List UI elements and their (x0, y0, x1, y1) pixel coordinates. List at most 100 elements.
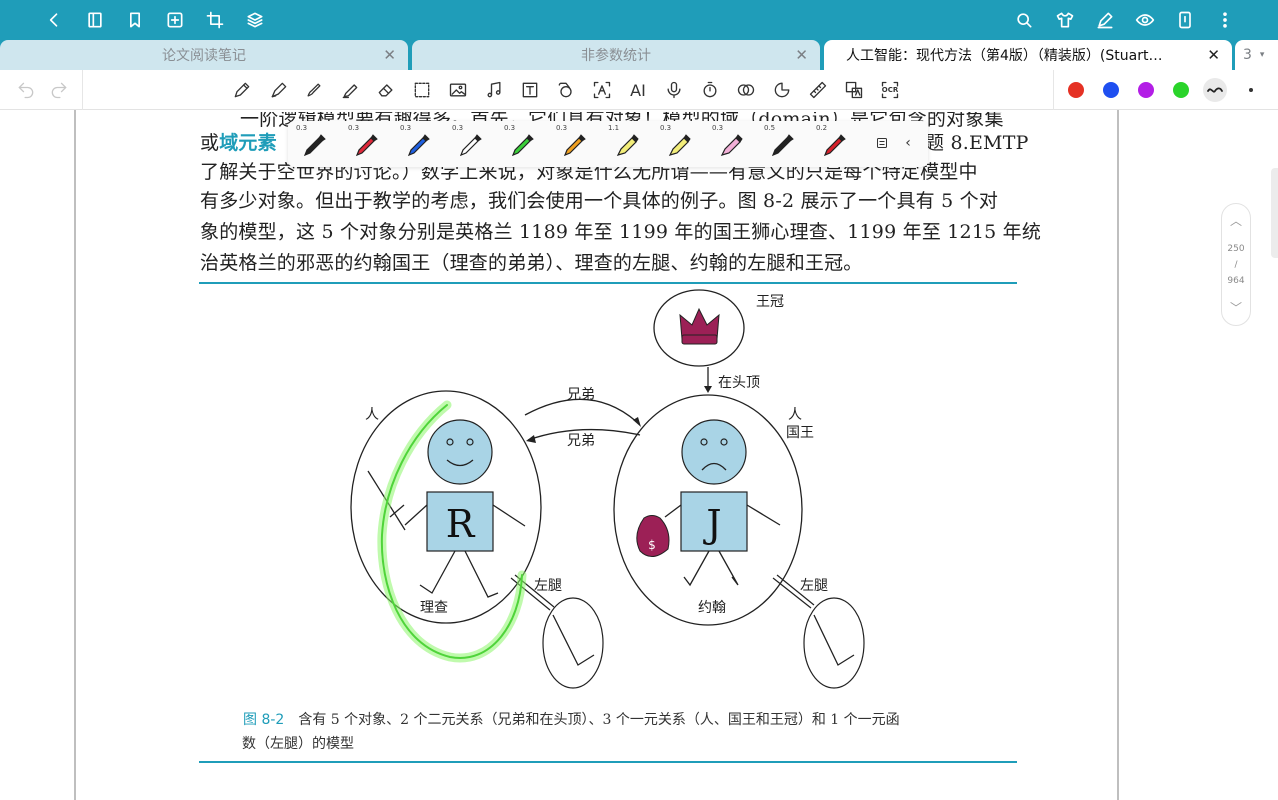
pen-preset-11[interactable]: 0.2 (808, 121, 858, 167)
model-diagram: 王冠 在头顶 人 R 理查 兄弟 兄弟 人 国王 (350, 289, 865, 689)
stroke-style-selector[interactable] (1203, 78, 1227, 102)
king-person-label: 人 (788, 407, 802, 423)
pencil-icon[interactable] (230, 78, 254, 102)
pen-width: 0.2 (816, 124, 828, 132)
pen-width: 0.3 (452, 124, 464, 132)
top-app-bar (0, 0, 1278, 40)
pen-width: 0.3 (660, 124, 672, 132)
page-number: 250 / 964 (1227, 244, 1245, 286)
more-vert-icon[interactable] (1213, 8, 1237, 32)
brother-label-top: 兄弟 (567, 387, 595, 403)
pen-width: 0.3 (712, 124, 724, 132)
music-icon[interactable] (482, 78, 506, 102)
pen-icon (771, 134, 794, 157)
color-swatch-blue[interactable] (1103, 82, 1119, 98)
pen-preset-5[interactable]: 0.3 (496, 121, 546, 167)
page-down-icon[interactable]: ﹀ (1229, 301, 1242, 315)
popup-settings-icon[interactable] (872, 133, 892, 153)
scrollbar[interactable] (1271, 168, 1278, 258)
text-box-icon[interactable] (518, 78, 542, 102)
pen-width: 0.3 (504, 124, 516, 132)
crown-icon (679, 307, 720, 340)
color-swatch-green[interactable] (1173, 82, 1189, 98)
pen-icon (511, 134, 534, 157)
richard-letter: R (446, 502, 476, 546)
color-swatch-red[interactable] (1068, 82, 1084, 98)
highlighter-icon (668, 134, 691, 156)
close-icon[interactable]: ✕ (795, 46, 808, 64)
ai-text-icon[interactable]: AI (630, 80, 646, 100)
collapse-popup-icon[interactable]: ‹ (905, 135, 911, 151)
tab-reading-notes[interactable]: 论文阅读笔记 ✕ (0, 40, 408, 70)
close-icon[interactable]: ✕ (1207, 46, 1220, 64)
pen-preset-9[interactable]: 0.3 (704, 121, 754, 167)
john-body (680, 491, 748, 552)
pen-preset-6[interactable]: 0.3 (548, 121, 598, 167)
bookmark-icon[interactable] (123, 8, 147, 32)
left-leg-label-2: 左腿 (800, 578, 828, 594)
eye-icon[interactable] (1133, 8, 1157, 32)
pen-preset-3[interactable]: 0.3 (392, 121, 442, 167)
pen-icon[interactable] (267, 78, 291, 102)
lasso-select-icon[interactable] (410, 78, 434, 102)
tab-count[interactable]: 3 ▾ (1235, 40, 1278, 70)
search-icon[interactable] (1012, 8, 1036, 32)
tab-strip: 论文阅读笔记 ✕ 非参数统计 ✕ 人工智能：现代方法（第4版）（精装版）(Stu… (0, 40, 1278, 70)
term-domain-elements: 域元素 (219, 132, 277, 154)
person-label: 人 (365, 407, 379, 423)
person-set-circle (350, 390, 542, 624)
tool-bar: AI OCR (0, 70, 1278, 110)
king-set-circle (613, 394, 803, 626)
text-line-6: 治英格兰的邪恶的约翰国王（理查的弟弟）、理查的左腿、约翰的左腿和王冠。 (200, 252, 863, 274)
add-page-icon[interactable] (163, 8, 187, 32)
pen-width: 0.3 (296, 124, 308, 132)
close-icon[interactable]: ✕ (383, 46, 396, 64)
pen-preset-2[interactable]: 0.3 (340, 121, 390, 167)
pen-preset-7[interactable]: 1.1 (600, 121, 650, 167)
pen-width: 0.5 (764, 124, 776, 132)
shirt-icon[interactable] (1053, 8, 1077, 32)
image-icon[interactable] (446, 78, 470, 102)
link-icon[interactable] (734, 78, 758, 102)
timer-icon[interactable] (698, 78, 722, 102)
translate-icon[interactable] (842, 78, 866, 102)
color-swatch-purple[interactable] (1138, 82, 1154, 98)
ruler-icon[interactable] (806, 78, 830, 102)
pen-icon (355, 134, 378, 157)
figure-bottom-rule (199, 761, 1017, 763)
pen-width: 0.3 (348, 124, 360, 132)
notebook-icon[interactable] (83, 8, 107, 32)
undo-icon[interactable] (14, 78, 38, 102)
sticker-icon[interactable] (770, 78, 794, 102)
ocr-icon[interactable]: OCR (878, 78, 902, 102)
mic-icon[interactable] (662, 78, 686, 102)
pen-preset-10[interactable]: 0.5 (756, 121, 806, 167)
richard-leg-circle (542, 597, 604, 689)
toolbar-divider (82, 70, 83, 110)
pen-preset-8[interactable]: 0.3 (652, 121, 702, 167)
king-label: 国王 (786, 425, 814, 441)
page-indicator[interactable]: ︿ 250 / 964 ﹀ (1221, 203, 1251, 326)
phone-icon[interactable] (1173, 8, 1197, 32)
brush-icon[interactable] (302, 78, 326, 102)
text-recognize-icon[interactable] (590, 78, 614, 102)
page-up-icon[interactable]: ︿ (1229, 214, 1242, 228)
tab-nonparametric[interactable]: 非参数统计 ✕ (412, 40, 820, 70)
richard-head (427, 419, 493, 485)
pen-edit-icon[interactable] (1093, 8, 1117, 32)
highlighter-icon (720, 134, 743, 156)
pen-preset-4[interactable]: 0.3 (444, 121, 494, 167)
redo-icon[interactable] (47, 78, 71, 102)
layers-icon[interactable] (243, 8, 267, 32)
pen-preset-1[interactable]: 0.3 (288, 121, 338, 167)
eraser-icon[interactable] (374, 78, 398, 102)
highlighter-icon[interactable] (338, 78, 362, 102)
shapes-icon[interactable] (554, 78, 578, 102)
tab-label: 论文阅读笔记 (162, 48, 246, 64)
pen-icon (407, 134, 430, 157)
crop-icon[interactable] (203, 8, 227, 32)
back-icon[interactable] (42, 8, 66, 32)
tab-ai-book[interactable]: 人工智能：现代方法（第4版）（精装版）(Stuart… ✕ (824, 40, 1232, 70)
stroke-size-dot[interactable] (1249, 88, 1253, 92)
